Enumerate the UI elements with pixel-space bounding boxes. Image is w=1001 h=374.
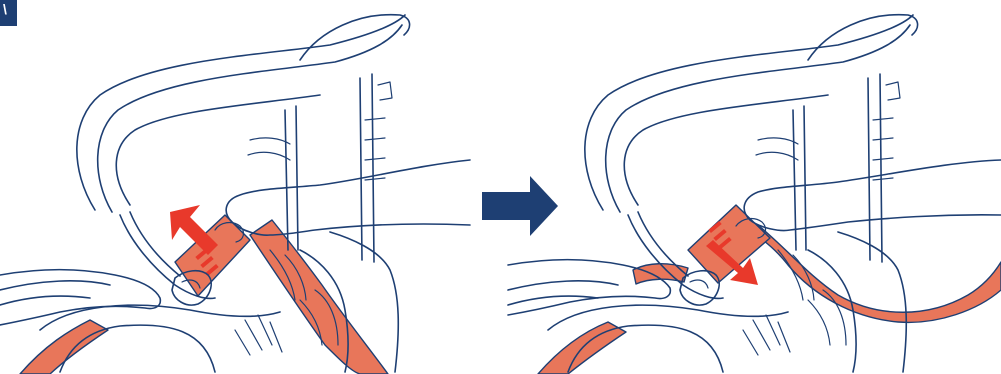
seatbelt-lap-left xyxy=(20,320,108,374)
seatbelt-strap-right xyxy=(756,225,1001,322)
corner-mark-glyph: \ xyxy=(3,1,7,17)
seatbelt-strap-left xyxy=(250,220,388,374)
hand-upper-right xyxy=(744,160,1001,231)
corner-mark: \ xyxy=(0,0,17,26)
hand-upper-left xyxy=(226,160,470,235)
right-arrow-icon xyxy=(482,176,558,236)
right-panel xyxy=(508,15,1001,374)
left-panel xyxy=(0,15,470,374)
seatbelt-lap-right-2 xyxy=(633,264,688,284)
